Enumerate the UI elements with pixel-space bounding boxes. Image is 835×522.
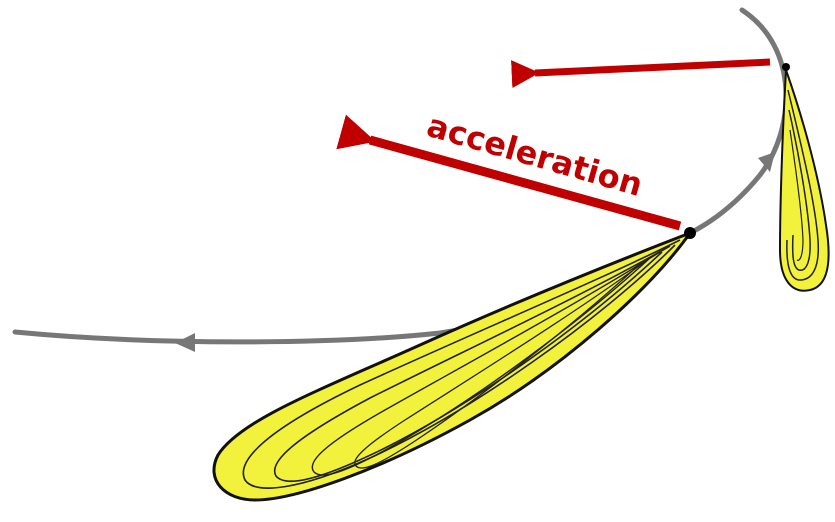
particle-trajectory [15,10,786,342]
trajectory-direction-arrow-lower [175,333,195,352]
particle-dot-upper [782,63,790,71]
radiation-lobe-small [780,70,829,291]
acceleration-arrow-upper [535,62,770,73]
radiation-lobe-large [214,233,690,500]
particle-dot-lower [684,227,696,239]
